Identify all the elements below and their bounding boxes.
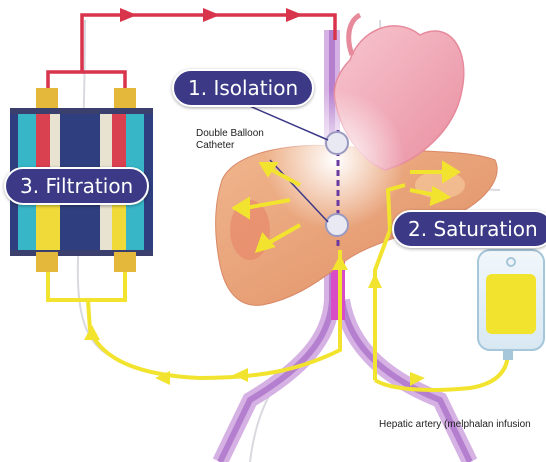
catheter-label-line1: Double Balloon: [196, 128, 264, 140]
melphalan-fluid: [486, 274, 536, 334]
catheter-label: Double Balloon Catheter: [196, 128, 264, 152]
balloon-lower: [326, 214, 348, 236]
infusion-bag: [478, 250, 544, 360]
balloon-upper: [326, 132, 348, 154]
flow-arrow: [368, 273, 382, 288]
filter-cap: [36, 88, 58, 108]
flow-arrow: [203, 8, 220, 22]
catheter-label-line2: Catheter: [196, 140, 264, 152]
filter-cap: [36, 252, 58, 272]
filter-cap: [114, 88, 136, 108]
isolation-label: 1. Isolation: [172, 69, 314, 107]
catheter-glow: [265, 90, 405, 230]
saturation-label: 2. Saturation: [392, 210, 546, 248]
filter-cap: [114, 252, 136, 272]
flow-arrow: [233, 368, 248, 382]
infusion-label: Hepatic artery (melphalan infusion: [379, 419, 531, 430]
filtration-label: 3. Filtration: [4, 167, 149, 205]
flow-arrow: [286, 8, 303, 22]
flow-arrow: [120, 8, 137, 22]
